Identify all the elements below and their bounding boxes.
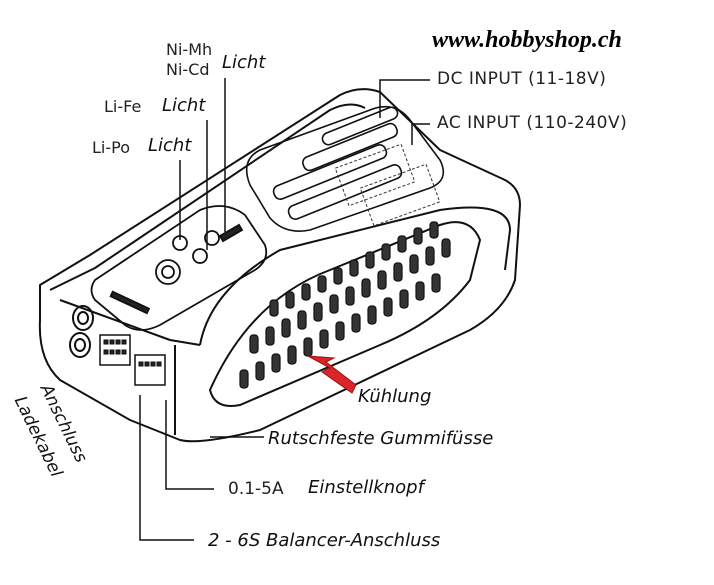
charger-body [38,88,521,443]
ac-input-label: AC INPUT (110-240V) [437,113,628,133]
output-connectors [69,305,94,358]
balancer-label: 2 - 6S Balancer-Anschluss [208,530,441,551]
lipo-label: Li-Po [92,138,130,157]
leader-lines [139,78,430,541]
dc-input-label: DC INPUT (11-18V) [437,69,607,89]
website-url: www.hobbyshop.ch [432,27,622,53]
einstellknopf-label: Einstellknopf [308,477,424,498]
licht-label-1: Licht [222,52,266,73]
kuehlung-label: Kühlung [358,386,432,407]
input-ports-hidden [334,143,441,227]
licht-label-2: Licht [162,95,206,116]
cooling-arrow [307,355,357,394]
gummifuesse-label: Rutschfeste Gummifüsse [268,428,494,449]
licht-label-3: Licht [148,135,192,156]
nicd-label: Ni-Cd [166,60,210,79]
current-range-label: 0.1-5A [228,479,284,499]
control-panel [90,205,268,331]
cooling-grille [208,221,482,407]
nimh-label: Ni-Mh [166,40,213,59]
life-label: Li-Fe [104,97,142,116]
balancer-port [99,334,166,386]
top-vents [245,105,445,232]
